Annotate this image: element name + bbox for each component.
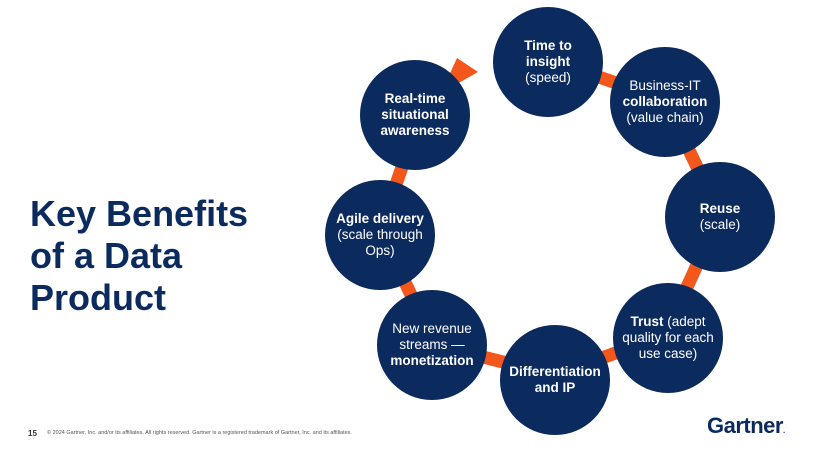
node-trust-line-1: Trust (adept [630, 314, 705, 330]
node-business-line-3: (value chain) [626, 110, 704, 125]
node-trust-line-2: quality for each [622, 330, 714, 345]
copyright-notice: © 2024 Gartner, Inc. and/or its affiliat… [47, 430, 352, 436]
node-business-line-1: Business-IT [629, 78, 701, 93]
title-line-2: of a Data [30, 235, 183, 276]
node-time-line-2: insight [525, 54, 571, 69]
node-reuse-line-1: Reuse [699, 201, 741, 216]
node-diff-line-1: Differentiation [509, 364, 601, 379]
node-trust-line-3: use case) [638, 346, 698, 361]
logo-mark: . [782, 426, 786, 435]
node-revenue-line-2: streams — [399, 337, 465, 352]
node-business-line-2: collaboration [622, 94, 708, 109]
node-reuse: Reuse (scale) [665, 162, 775, 272]
slide-title: Key Benefits of a Data Product [30, 193, 330, 319]
node-time-line-1: Time to [524, 38, 572, 53]
node-reuse-line-2: (scale) [699, 217, 741, 232]
node-agile-line-3: Ops) [365, 243, 395, 258]
node-realtime-line-3: awareness [380, 123, 450, 138]
node-revenue-line-3: monetization [390, 353, 474, 368]
node-revenue-line-1: New revenue [392, 321, 472, 336]
node-trust: Trust (adept quality for each use case) [613, 283, 723, 393]
logo-text: Gartner [707, 413, 783, 438]
node-time-line-3: (speed) [525, 70, 571, 85]
node-differentiation-and-ip: Differentiation and IP [500, 325, 610, 435]
node-agile-line-2: (scale through [337, 227, 423, 242]
node-realtime-line-1: Real-time [384, 91, 446, 106]
title-line-1: Key Benefits [30, 193, 249, 234]
node-time-to-insight: Time to insight (speed) [493, 7, 603, 117]
node-diff-line-2: and IP [534, 380, 576, 395]
node-business-it-collaboration: Business-IT collaboration (value chain) [610, 47, 720, 157]
node-agile-line-1: Agile delivery [336, 211, 424, 226]
gartner-logo: Gartner. [707, 413, 785, 439]
node-real-time-situational-awareness: Real-time situational awareness [360, 60, 470, 170]
node-new-revenue-streams: New revenue streams — monetization [377, 290, 487, 400]
node-trust-bold: Trust [630, 314, 664, 329]
node-agile-delivery: Agile delivery (scale through Ops) [325, 180, 435, 290]
node-trust-rest: (adept [663, 314, 706, 329]
node-realtime-line-2: situational [381, 107, 449, 122]
title-line-3: Product [30, 277, 167, 318]
page-number: 15 [28, 429, 37, 438]
